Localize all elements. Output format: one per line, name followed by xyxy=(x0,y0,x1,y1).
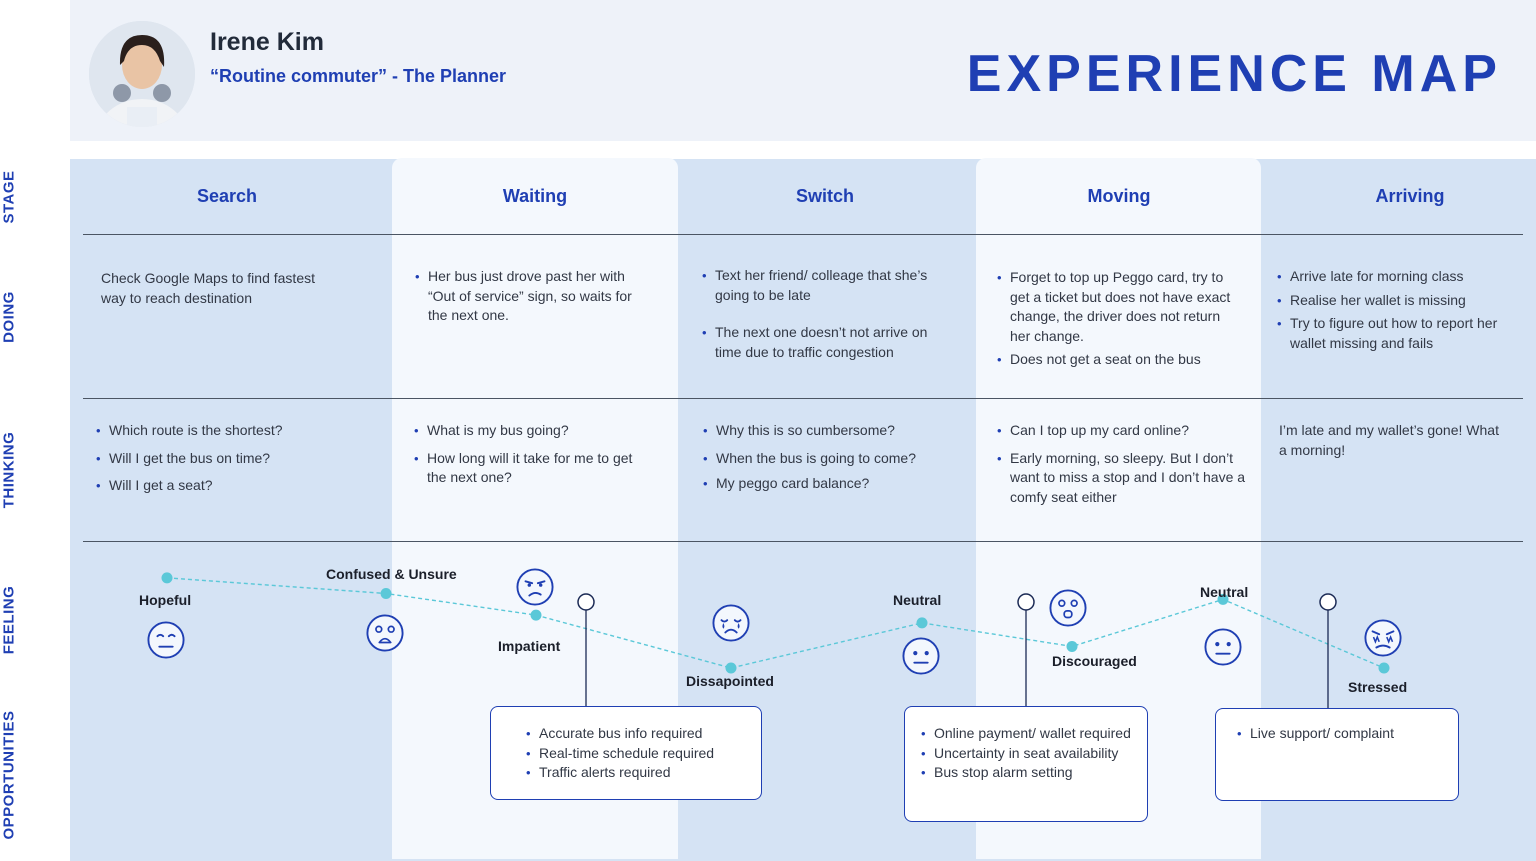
opportunity-box-arriving: Live support/ complaint xyxy=(1215,708,1459,801)
worried-face-icon xyxy=(1049,589,1087,627)
doing-waiting: Her bus just drove past her with “Out of… xyxy=(414,267,654,326)
feeling-label: Neutral xyxy=(1200,584,1249,600)
row-label-feeling: FEELING xyxy=(0,585,18,655)
confused-face-icon xyxy=(366,614,404,652)
doing-arriving: Arrive late for morning class Realise he… xyxy=(1276,267,1516,353)
persona-name: Irene Kim xyxy=(210,28,324,56)
stage-waiting: Waiting xyxy=(502,186,568,206)
opportunity-box-moving: Online payment/ wallet required Uncertai… xyxy=(904,706,1148,822)
page-title: EXPERIENCE MAP xyxy=(966,45,1502,103)
neutral-face-icon xyxy=(147,621,185,659)
list-item: The next one doesn’t not arrive on time … xyxy=(701,323,941,362)
doing-moving: Forget to top up Peggo card, try to get … xyxy=(996,268,1241,370)
feeling-label: Confused & Unsure xyxy=(326,566,457,582)
row-label-doing: DOING xyxy=(0,291,18,343)
neutral-face-icon xyxy=(1204,628,1242,666)
list-item: What is my bus going? xyxy=(413,421,653,441)
list-item: Real-time schedule required xyxy=(525,744,761,764)
stressed-face-icon xyxy=(1364,619,1402,657)
list-item: How long will it take for me to get the … xyxy=(413,449,653,488)
thinking-switch: Why this is so cumbersome? When the bus … xyxy=(702,421,952,494)
persona-header xyxy=(70,0,1536,141)
feeling-label: Neutral xyxy=(893,592,942,608)
row-label-opportunities: OPPORTUNITIES xyxy=(0,710,18,840)
divider xyxy=(83,398,1523,399)
list-item: Will I get a seat? xyxy=(95,476,355,496)
list-item: Online payment/ wallet required xyxy=(920,724,1135,744)
doing-switch: Text her friend/ colleage that she’s goi… xyxy=(701,266,941,362)
list-item: Will I get the bus on time? xyxy=(95,449,355,469)
thinking-search: Which route is the shortest? Will I get … xyxy=(95,421,355,496)
stage-switch: Switch xyxy=(795,186,854,206)
list-item: When the bus is going to come? xyxy=(702,449,952,469)
stage-moving: Moving xyxy=(1087,186,1151,206)
list-item: Traffic alerts required xyxy=(525,763,761,783)
feeling-label: Hopeful xyxy=(139,592,192,608)
stage-search: Search xyxy=(196,186,258,206)
list-item: Text her friend/ colleage that she’s goi… xyxy=(701,266,941,305)
list-item: Does not get a seat on the bus xyxy=(996,350,1241,370)
feeling-label: Impatient xyxy=(498,638,561,654)
list-item: Try to figure out how to report her wall… xyxy=(1276,314,1516,353)
divider xyxy=(83,541,1523,542)
list-item: My peggo card balance? xyxy=(702,474,952,494)
list-item: Why this is so cumbersome? xyxy=(702,421,952,441)
list-item: Her bus just drove past her with “Out of… xyxy=(414,267,654,326)
list-item: Accurate bus info required xyxy=(525,724,761,744)
feeling-label: Discouraged xyxy=(1052,653,1137,669)
row-label-thinking: THINKING xyxy=(0,431,18,509)
feeling-label: Dissapointed xyxy=(686,673,774,689)
list-item: Arrive late for morning class xyxy=(1276,267,1516,287)
list-item: Realise her wallet is missing xyxy=(1276,291,1516,311)
annoyed-face-icon xyxy=(516,568,554,606)
divider xyxy=(83,234,1523,235)
row-label-stage: STAGE xyxy=(0,170,18,224)
list-item: Live support/ complaint xyxy=(1236,724,1458,744)
list-item: Which route is the shortest? xyxy=(95,421,355,441)
list-item: Early morning, so sleepy. But I don’t wa… xyxy=(996,449,1246,508)
list-item: Uncertainty in seat availability xyxy=(920,744,1135,764)
thinking-arriving: I’m late and my wallet’s gone! What a mo… xyxy=(1279,422,1499,458)
opportunity-box-waiting: Accurate bus info required Real-time sch… xyxy=(490,706,762,800)
list-item: Can I top up my card online? xyxy=(996,421,1246,441)
feeling-label: Stressed xyxy=(1348,679,1408,695)
doing-search: Check Google Maps to find fastest way to… xyxy=(101,270,315,306)
crying-face-icon xyxy=(712,604,750,642)
stage-arriving: Arriving xyxy=(1375,186,1445,206)
thinking-waiting: What is my bus going? How long will it t… xyxy=(413,421,653,488)
persona-avatar xyxy=(89,21,195,127)
list-item: Bus stop alarm setting xyxy=(920,763,1135,783)
neutral-face-icon xyxy=(902,637,940,675)
list-item: Forget to top up Peggo card, try to get … xyxy=(996,268,1241,346)
persona-role: “Routine commuter” - The Planner xyxy=(210,66,507,86)
thinking-moving: Can I top up my card online? Early morni… xyxy=(996,421,1246,507)
